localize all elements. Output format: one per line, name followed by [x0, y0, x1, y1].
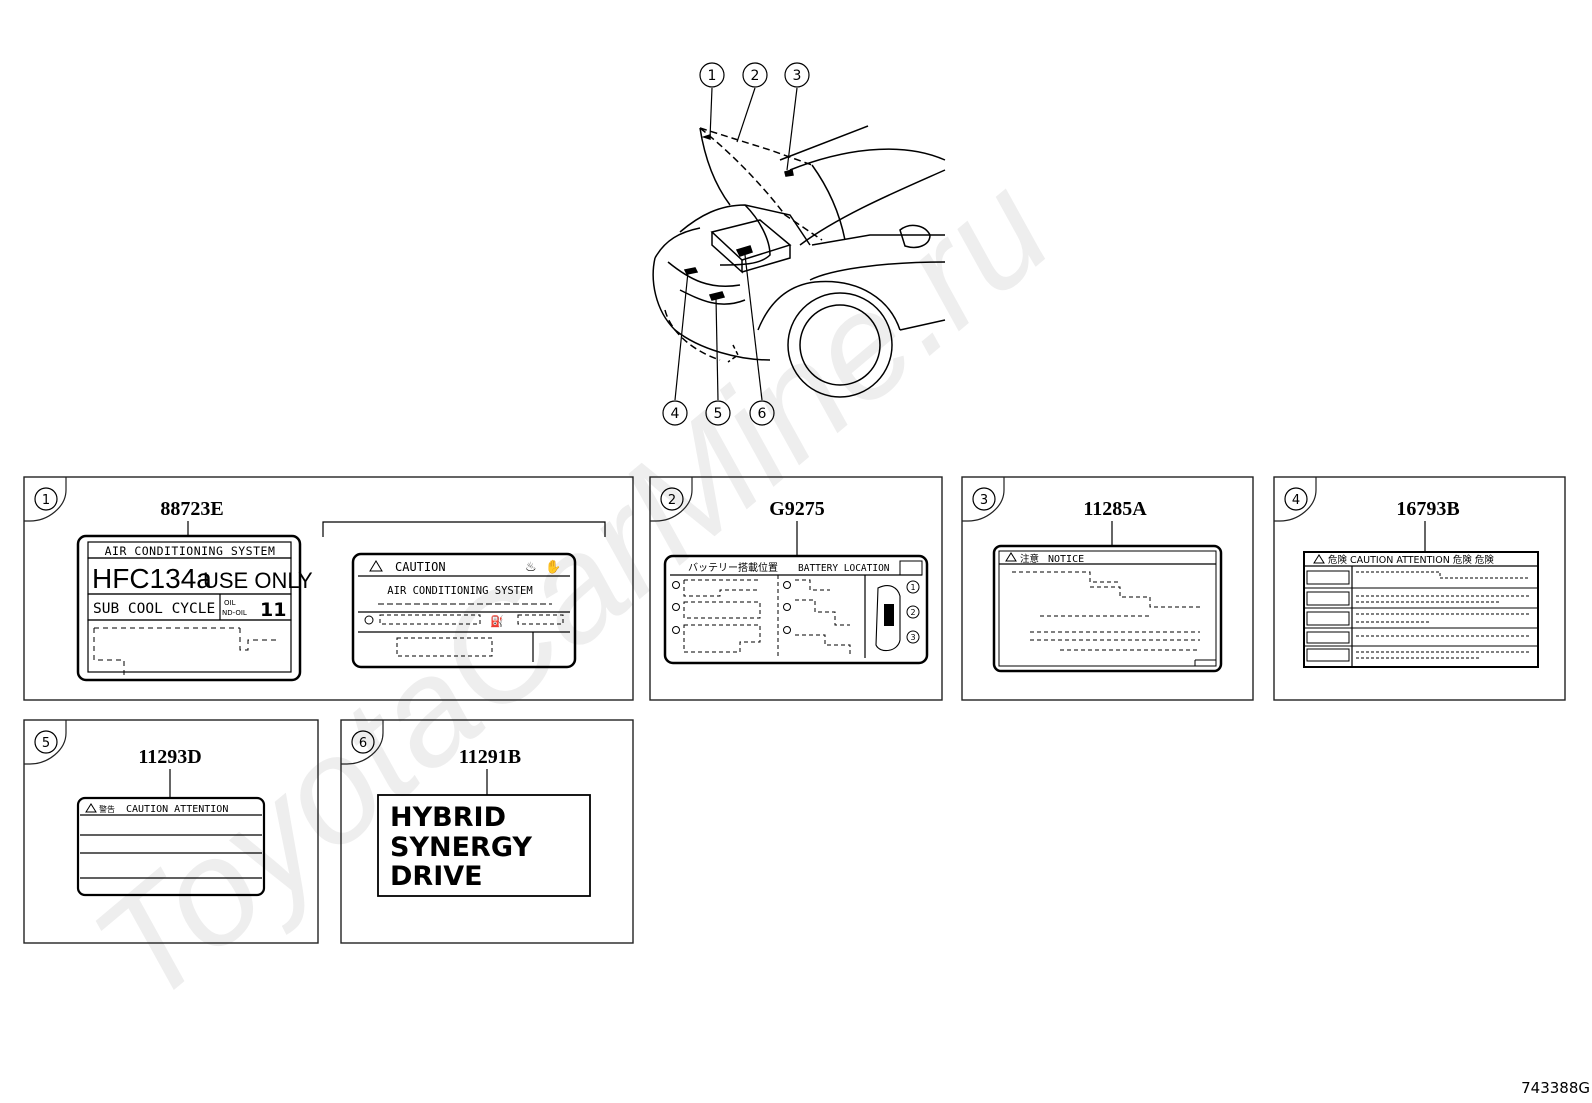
callout-4: 4: [671, 406, 680, 422]
ac-oil-bottom: ND-OIL: [222, 609, 247, 617]
panel-3-part-number: 11285A: [1083, 498, 1147, 520]
panel-3: 3 11285A 注意 NOTICE: [961, 476, 1254, 701]
callout-5: 5: [714, 406, 723, 422]
notice-header-jp: 注意: [1020, 553, 1039, 565]
hsd-line-2: SYNERGY: [390, 832, 532, 863]
panel-5-part-number: 11293D: [138, 746, 201, 768]
caution-header-en: CAUTION ATTENTION: [126, 804, 228, 815]
oil-can-icon: ⛽: [490, 615, 504, 628]
warning-header: 危険 CAUTION ATTENTION 危険 危険: [1328, 554, 1494, 566]
ac-caution-label: CAUTION ♨ ✋ AIR CONDITIONING SYSTEM ⛽: [351, 552, 577, 669]
ac-title: AIR CONDITIONING SYSTEM: [105, 544, 276, 558]
caution-text: CAUTION: [395, 560, 446, 574]
panel-1-number: 1: [42, 493, 50, 508]
ac-refrigerant: HFC134a: [92, 563, 212, 594]
panel-6: 6 11291B HYBRID SYNERGY DRIVE: [340, 719, 634, 944]
warning-label: 危険 CAUTION ATTENTION 危険 危険: [1303, 551, 1539, 668]
battery-pos-2: 2: [910, 608, 915, 617]
panel-4: 4 16793B 危険 CAUTION ATTENTION 危険 危険: [1273, 476, 1566, 701]
hsd-line-1: HYBRID: [390, 802, 506, 833]
panel-5-number: 5: [42, 736, 50, 751]
caution-system-text: AIR CONDITIONING SYSTEM: [387, 585, 532, 597]
panel-6-number: 6: [359, 736, 367, 751]
panel-4-number: 4: [1292, 493, 1300, 508]
ac-system-label: AIR CONDITIONING SYSTEM HFC134a USE ONLY…: [76, 534, 313, 682]
panel-6-part-number: 11291B: [459, 746, 521, 768]
callout-2: 2: [751, 68, 760, 84]
panel-1-part-number: 88723E: [160, 498, 223, 520]
notice-label: 注意 NOTICE: [992, 544, 1223, 673]
callout-1: 1: [708, 68, 717, 84]
callout-3: 3: [793, 68, 802, 84]
callout-group: [662, 62, 810, 426]
panel-2-number: 2: [668, 493, 676, 508]
ac-use-only: USE ONLY: [203, 568, 313, 593]
no-fire-icon: ♨: [525, 560, 537, 575]
ac-cycle: SUB COOL CYCLE: [93, 601, 215, 617]
caution-attention-label: 警告 CAUTION ATTENTION: [76, 796, 266, 897]
hand-warning-icon: ✋: [545, 559, 561, 575]
panel-3-number: 3: [980, 493, 988, 508]
battery-header-jp: バッテリー搭載位置: [688, 561, 778, 574]
callout-6: 6: [758, 406, 767, 422]
battery-pos-1: 1: [910, 583, 915, 592]
battery-pos-3: 3: [910, 633, 915, 642]
panel-2: 2 G9275 バッテリー搭載位置 BATTERY LOCATION: [649, 476, 943, 701]
battery-location-label: バッテリー搭載位置 BATTERY LOCATION 1 2 3: [663, 554, 929, 665]
panel-1: 1 88723E AIR CONDITIONING SYSTEM HFC134a…: [23, 476, 634, 701]
hsd-line-3: DRIVE: [390, 861, 483, 892]
ac-oil-top: OIL: [224, 599, 236, 607]
panel-2-part-number: G9275: [769, 498, 825, 520]
battery-header-en: BATTERY LOCATION: [798, 563, 890, 574]
panel-5: 5 11293D 警告 CAUTION ATTENTION: [23, 719, 319, 944]
notice-header-en: NOTICE: [1048, 554, 1084, 565]
ac-oil-value: 11: [260, 599, 286, 621]
panel-4-part-number: 16793B: [1396, 498, 1459, 520]
hybrid-synergy-drive-badge: HYBRID SYNERGY DRIVE: [377, 794, 591, 897]
caution-header-jp: 警告: [99, 804, 115, 814]
figure-id: 743388G: [1521, 1079, 1590, 1097]
